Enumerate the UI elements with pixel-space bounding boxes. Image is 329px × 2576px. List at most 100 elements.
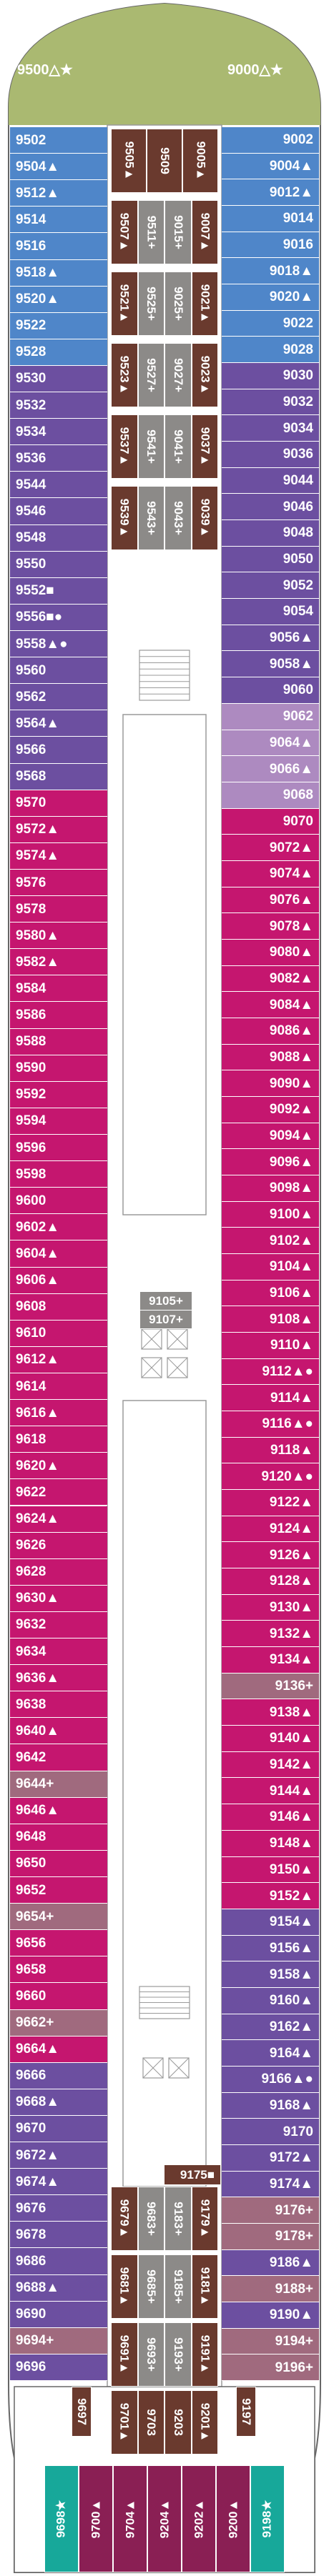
cabin-9658[interactable]: 9658 (10, 1956, 107, 1984)
cabin-9614[interactable]: 9614 (10, 1373, 107, 1401)
cabin-9116[interactable]: 9116▲● (222, 1411, 319, 1438)
cabin-9628[interactable]: 9628 (10, 1558, 107, 1586)
cabin-9694[interactable]: 9694+ (10, 2327, 107, 2354)
cabin-9118[interactable]: 9118▲ (222, 1437, 319, 1464)
cabin-9138[interactable]: 9138▲ (222, 1699, 319, 1726)
cabin-9683[interactable]: 9683+ (137, 2187, 164, 2251)
cabin-9183[interactable]: 9183+ (164, 2187, 192, 2251)
cabin-9076[interactable]: 9076▲ (222, 887, 319, 914)
cabin-9572[interactable]: 9572▲ (10, 816, 107, 843)
cabin-9686[interactable]: 9686 (10, 2248, 107, 2275)
cabin-9668[interactable]: 9668▲ (10, 2089, 107, 2116)
cabin-9548[interactable]: 9548 (10, 524, 107, 552)
cabin-9512[interactable]: 9512▲ (10, 180, 107, 207)
cabin-9560[interactable]: 9560 (10, 657, 107, 685)
cabin-9096[interactable]: 9096▲ (222, 1149, 319, 1175)
cabin-9527[interactable]: 9527+ (137, 343, 164, 407)
cabin-9106[interactable]: 9106▲ (222, 1280, 319, 1307)
cabin-9181[interactable]: 9181▲ (191, 2254, 218, 2319)
cabin-9509[interactable]: 9509 (147, 129, 182, 193)
cabin-9027[interactable]: 9027+ (164, 343, 192, 407)
cabin-9043[interactable]: 9043+ (164, 486, 192, 550)
cabin-9556[interactable]: 9556■● (10, 604, 107, 631)
cabin-9602[interactable]: 9602▲ (10, 1214, 107, 1241)
cabin-9007[interactable]: 9007▲ (191, 200, 218, 264)
cabin-9520[interactable]: 9520▲ (10, 286, 107, 313)
cabin-9046[interactable]: 9046 (222, 494, 319, 521)
cabin-9122[interactable]: 9122▲ (222, 1490, 319, 1516)
cabin-9670[interactable]: 9670 (10, 2115, 107, 2143)
cabin-9654[interactable]: 9654+ (10, 1904, 107, 1931)
cabin-9570[interactable]: 9570 (10, 790, 107, 817)
cabin-9582[interactable]: 9582▲ (10, 949, 107, 976)
cabin-9676[interactable]: 9676 (10, 2195, 107, 2222)
cabin-9044[interactable]: 9044 (222, 467, 319, 494)
cabin-9681[interactable]: 9681▲ (111, 2254, 138, 2319)
cabin-9525[interactable]: 9525+ (137, 272, 164, 336)
cabin-9034[interactable]: 9034 (222, 415, 319, 442)
cabin-9000[interactable]: 9000△★ (227, 62, 283, 78)
cabin-9132[interactable]: 9132▲ (222, 1621, 319, 1648)
cabin-9656[interactable]: 9656 (10, 1930, 107, 1957)
cabin-9534[interactable]: 9534 (10, 419, 107, 446)
cabin-9598[interactable]: 9598 (10, 1161, 107, 1188)
cabin-9584[interactable]: 9584 (10, 975, 107, 1003)
cabin-9126[interactable]: 9126▲ (222, 1542, 319, 1569)
cabin-9546[interactable]: 9546 (10, 498, 107, 525)
cabin-9200[interactable]: 9200▲ (216, 2465, 250, 2572)
cabin-9674[interactable]: 9674▲ (10, 2169, 107, 2196)
cabin-9105[interactable]: 9105+ (140, 1292, 192, 1311)
cabin-9054[interactable]: 9054 (222, 599, 319, 625)
cabin-9574[interactable]: 9574▲ (10, 842, 107, 870)
cabin-9652[interactable]: 9652 (10, 1876, 107, 1904)
cabin-9662[interactable]: 9662+ (10, 2009, 107, 2037)
cabin-9576[interactable]: 9576 (10, 869, 107, 897)
cabin-9697[interactable]: 9697 (72, 2387, 92, 2437)
cabin-9704[interactable]: 9704▲ (113, 2465, 147, 2572)
cabin-9505[interactable]: 9505▲ (111, 129, 147, 193)
cabin-9012[interactable]: 9012▲ (222, 179, 319, 207)
cabin-9064[interactable]: 9064▲ (222, 730, 319, 757)
cabin-9021[interactable]: 9021▲ (191, 272, 218, 336)
cabin-9688[interactable]: 9688▲ (10, 2274, 107, 2302)
cabin-9152[interactable]: 9152▲ (222, 1883, 319, 1909)
cabin-9020[interactable]: 9020▲ (222, 284, 319, 311)
cabin-9664[interactable]: 9664▲ (10, 2036, 107, 2063)
cabin-9185[interactable]: 9185+ (164, 2254, 192, 2319)
cabin-9518[interactable]: 9518▲ (10, 259, 107, 287)
cabin-9193[interactable]: 9193+ (164, 2322, 192, 2387)
cabin-9642[interactable]: 9642 (10, 1744, 107, 1771)
cabin-9050[interactable]: 9050 (222, 546, 319, 573)
cabin-9058[interactable]: 9058▲ (222, 651, 319, 678)
cabin-9616[interactable]: 9616▲ (10, 1400, 107, 1427)
cabin-9638[interactable]: 9638 (10, 1691, 107, 1719)
cabin-9644[interactable]: 9644+ (10, 1771, 107, 1798)
cabin-9522[interactable]: 9522 (10, 312, 107, 339)
cabin-9056[interactable]: 9056▲ (222, 625, 319, 652)
cabin-9078[interactable]: 9078▲ (222, 913, 319, 940)
cabin-9648[interactable]: 9648 (10, 1824, 107, 1851)
cabin-9072[interactable]: 9072▲ (222, 835, 319, 861)
cabin-9048[interactable]: 9048 (222, 520, 319, 547)
cabin-9164[interactable]: 9164▲ (222, 2040, 319, 2067)
cabin-9107[interactable]: 9107+ (140, 1311, 192, 1329)
cabin-9198[interactable]: 9198★ (250, 2465, 285, 2572)
cabin-9188[interactable]: 9188+ (222, 2276, 319, 2302)
cabin-9162[interactable]: 9162▲ (222, 2014, 319, 2041)
cabin-9005[interactable]: 9005▲ (182, 129, 218, 193)
cabin-9086[interactable]: 9086▲ (222, 1018, 319, 1045)
cabin-9080[interactable]: 9080▲ (222, 939, 319, 966)
cabin-9622[interactable]: 9622 (10, 1479, 107, 1506)
cabin-9090[interactable]: 9090▲ (222, 1070, 319, 1097)
cabin-9204[interactable]: 9204▲ (147, 2465, 182, 2572)
cabin-9160[interactable]: 9160▲ (222, 1987, 319, 2014)
cabin-9016[interactable]: 9016 (222, 232, 319, 259)
cabin-9606[interactable]: 9606▲ (10, 1267, 107, 1294)
cabin-9672[interactable]: 9672▲ (10, 2142, 107, 2169)
cabin-9580[interactable]: 9580▲ (10, 923, 107, 950)
cabin-9516[interactable]: 9516 (10, 233, 107, 260)
cabin-9600[interactable]: 9600 (10, 1188, 107, 1215)
cabin-9037[interactable]: 9037▲ (191, 414, 218, 479)
cabin-9190[interactable]: 9190▲ (222, 2302, 319, 2329)
cabin-9140[interactable]: 9140▲ (222, 1726, 319, 1752)
